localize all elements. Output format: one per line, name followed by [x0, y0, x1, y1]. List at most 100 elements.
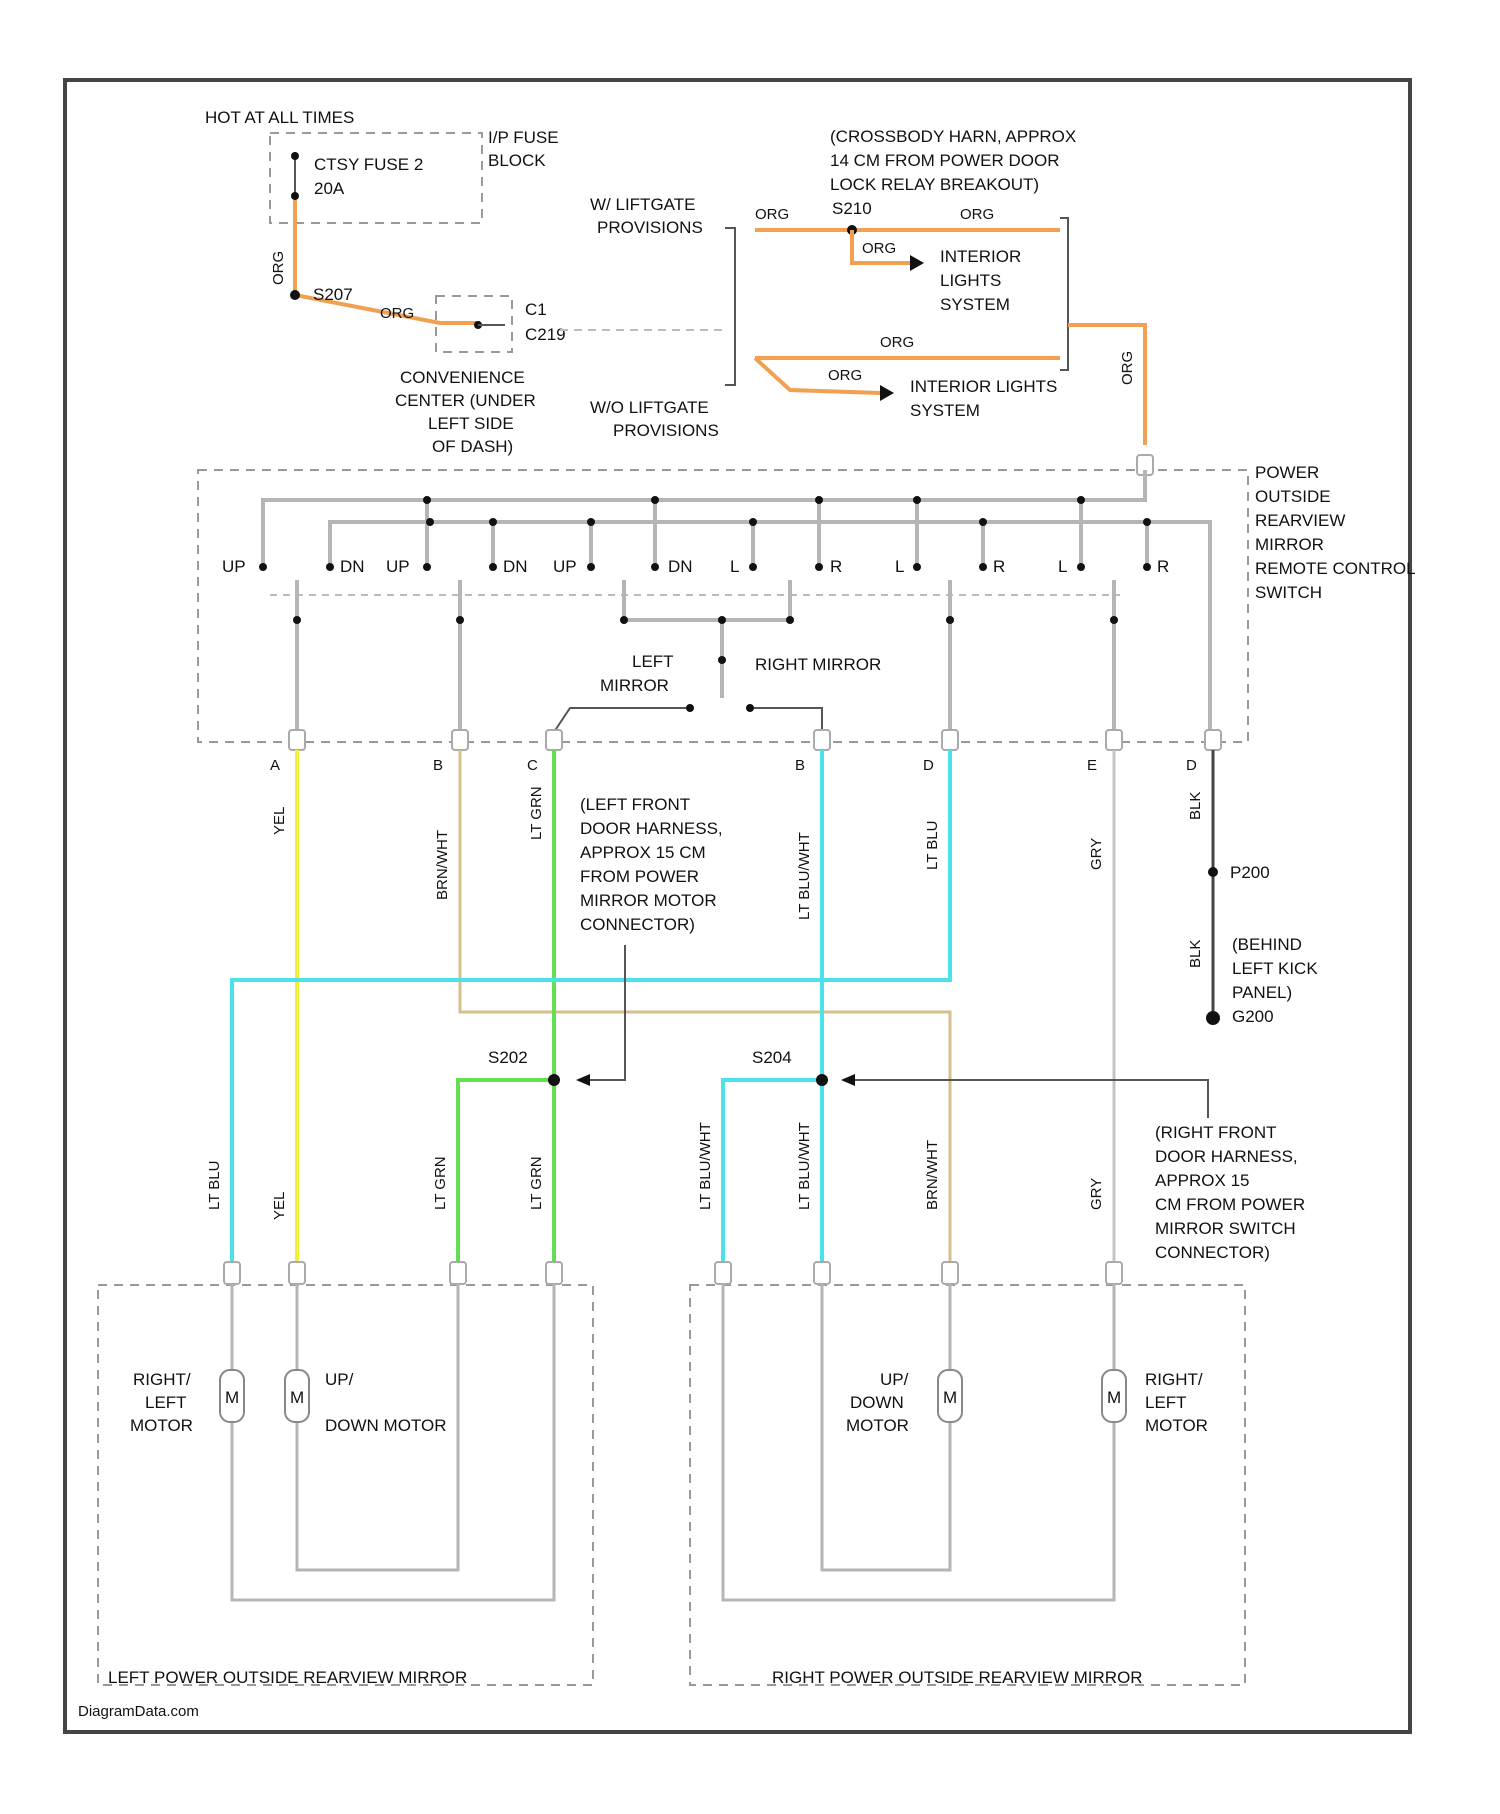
svg-text:APPROX 15 CM: APPROX 15 CM	[580, 843, 706, 862]
left-rl-motor-symbol: M	[225, 1388, 239, 1407]
svg-text:B: B	[795, 757, 805, 774]
right-rl-motor-label-line2: LEFT	[1145, 1393, 1187, 1412]
svg-text:POWER: POWER	[1255, 463, 1319, 482]
svg-text:REMOTE CONTROL: REMOTE CONTROL	[1255, 559, 1416, 578]
wire-label-yel-lower: YEL	[271, 1192, 288, 1220]
svg-text:MIRROR MOTOR: MIRROR MOTOR	[580, 891, 717, 910]
switch-contact-labels: UP DN UP DN UP DN L R L R L R	[222, 557, 1169, 576]
wire-label-org-no-liftgate: ORG	[880, 334, 914, 351]
right-door-harness-note: (RIGHT FRONT DOOR HARNESS, APPROX 15 CM …	[1155, 1123, 1305, 1262]
fuse-block-label-line1: I/P FUSE	[488, 128, 559, 147]
liftgate-bracket	[725, 228, 735, 385]
wire-label-brn-wht-upper: BRN/WHT	[434, 830, 451, 900]
wire-label-lt-blu-lower: LT BLU	[206, 1161, 223, 1210]
right-rl-motor-label-line3: MOTOR	[1145, 1416, 1208, 1435]
wire-label-lt-blu-wht-lower-b: LT BLU/WHT	[796, 1122, 813, 1210]
wire-label-org-interior-top: ORG	[862, 240, 896, 257]
wire-label-brn-wht-lower: BRN/WHT	[924, 1140, 941, 1210]
splice-s204	[816, 1074, 828, 1086]
mirror-select-right	[750, 708, 822, 738]
right-ud-motor-label-line2: DOWN	[850, 1393, 904, 1412]
ground-junction	[1208, 867, 1218, 877]
liftgate-w-line1: W/ LIFTGATE	[590, 195, 695, 214]
ground-note-line3: PANEL)	[1232, 983, 1292, 1002]
contact-label: DN	[340, 557, 365, 576]
crossbody-note-line3: LOCK RELAY BREAKOUT)	[830, 175, 1039, 194]
fuse-label-line2: 20A	[314, 179, 345, 198]
contact-label: DN	[503, 557, 528, 576]
svg-text:E: E	[1087, 757, 1097, 774]
wire-label-blk-lower: BLK	[1187, 940, 1204, 968]
svg-text:(LEFT FRONT: (LEFT FRONT	[580, 795, 690, 814]
contact-label: R	[993, 557, 1005, 576]
right-ud-motor-label-line1: UP/	[880, 1370, 909, 1389]
contact-label: UP	[222, 557, 246, 576]
interior-bottom-line2: SYSTEM	[910, 401, 980, 420]
interior-top-line1: INTERIOR	[940, 247, 1021, 266]
right-ud-motor-label-line3: MOTOR	[846, 1416, 909, 1435]
wire-label-blk-upper: BLK	[1187, 792, 1204, 820]
interior-top-line2: LIGHTS	[940, 271, 1001, 290]
convenience-center-line1: CONVENIENCE	[400, 368, 525, 387]
splice-s210-label: S210	[832, 199, 872, 218]
switch-title: POWER OUTSIDE REARVIEW MIRROR REMOTE CON…	[1255, 463, 1416, 602]
crossbody-note-line1: (CROSSBODY HARN, APPROX	[830, 127, 1076, 146]
crossbody-note-line2: 14 CM FROM POWER DOOR	[830, 151, 1060, 170]
left-ud-motor-label-line2: DOWN MOTOR	[325, 1416, 447, 1435]
wire-label-lt-blu-wht-lower-a: LT BLU/WHT	[697, 1122, 714, 1210]
switch-power-bus	[263, 470, 1145, 565]
left-mirror-box	[98, 1285, 593, 1685]
contact-label: R	[1157, 557, 1169, 576]
svg-text:REARVIEW: REARVIEW	[1255, 511, 1345, 530]
right-mirror-title: RIGHT POWER OUTSIDE REARVIEW MIRROR	[772, 1668, 1143, 1687]
right-mirror-box	[690, 1285, 1245, 1685]
wire-label-gry-lower: GRY	[1088, 1178, 1105, 1210]
contact-label: L	[895, 557, 904, 576]
contact-label: DN	[668, 557, 693, 576]
lr-selector-common	[624, 580, 790, 620]
splice-s202-label: S202	[488, 1048, 528, 1067]
connector-c219-label: C219	[525, 325, 566, 344]
remote-control-switch-box	[198, 470, 1248, 742]
contact-label: L	[730, 557, 739, 576]
right-mirror-connectors	[715, 1262, 1122, 1284]
contact-label: R	[830, 557, 842, 576]
ip-fuse-block	[270, 133, 482, 223]
wire-label-yel-upper: YEL	[271, 807, 288, 835]
mirror-select-left	[550, 708, 690, 738]
switch-wipers	[297, 580, 1114, 735]
right-rl-motor-symbol: M	[1107, 1388, 1121, 1407]
right-mirror-label: RIGHT MIRROR	[755, 655, 881, 674]
svg-text:A: A	[270, 757, 280, 774]
left-mirror-label-line1: LEFT	[632, 652, 674, 671]
svg-text:MIRROR: MIRROR	[1255, 535, 1324, 554]
svg-text:DOOR HARNESS,: DOOR HARNESS,	[1155, 1147, 1298, 1166]
wire-label-gry-upper: GRY	[1088, 838, 1105, 870]
convenience-center-line2: CENTER (UNDER	[395, 391, 536, 410]
switch-pin-letters: A B C B D E D	[270, 757, 1197, 774]
svg-text:MIRROR SWITCH: MIRROR SWITCH	[1155, 1219, 1296, 1238]
contact-label: UP	[386, 557, 410, 576]
svg-text:CM FROM POWER: CM FROM POWER	[1155, 1195, 1305, 1214]
left-rl-motor-label-line3: MOTOR	[130, 1416, 193, 1435]
svg-text:(RIGHT FRONT: (RIGHT FRONT	[1155, 1123, 1277, 1142]
svg-text:D: D	[923, 757, 934, 774]
fuse-block-label-line2: BLOCK	[488, 151, 546, 170]
wire-label-org-vertical: ORG	[270, 251, 287, 285]
svg-text:D: D	[1186, 757, 1197, 774]
wire-label-org-interior-bottom: ORG	[828, 367, 862, 384]
left-rl-motor-label-line2: LEFT	[145, 1393, 187, 1412]
svg-text:B: B	[433, 757, 443, 774]
ground-id-label: G200	[1232, 1007, 1274, 1026]
switch-output-connectors	[289, 730, 1221, 750]
wire-label-lt-grn-lower-a: LT GRN	[432, 1156, 449, 1210]
svg-text:FROM POWER: FROM POWER	[580, 867, 699, 886]
left-ud-motor-label-line1: UP/	[325, 1370, 354, 1389]
ground-junction-label: P200	[1230, 863, 1270, 882]
ground-note-line1: (BEHIND	[1232, 935, 1302, 954]
svg-text:SWITCH: SWITCH	[1255, 583, 1322, 602]
contact-label: L	[1058, 557, 1067, 576]
liftgate-wo-line2: PROVISIONS	[613, 421, 719, 440]
left-mirror-title: LEFT POWER OUTSIDE REARVIEW MIRROR	[108, 1668, 467, 1687]
wire-label-org-switch-feed: ORG	[1119, 351, 1136, 385]
